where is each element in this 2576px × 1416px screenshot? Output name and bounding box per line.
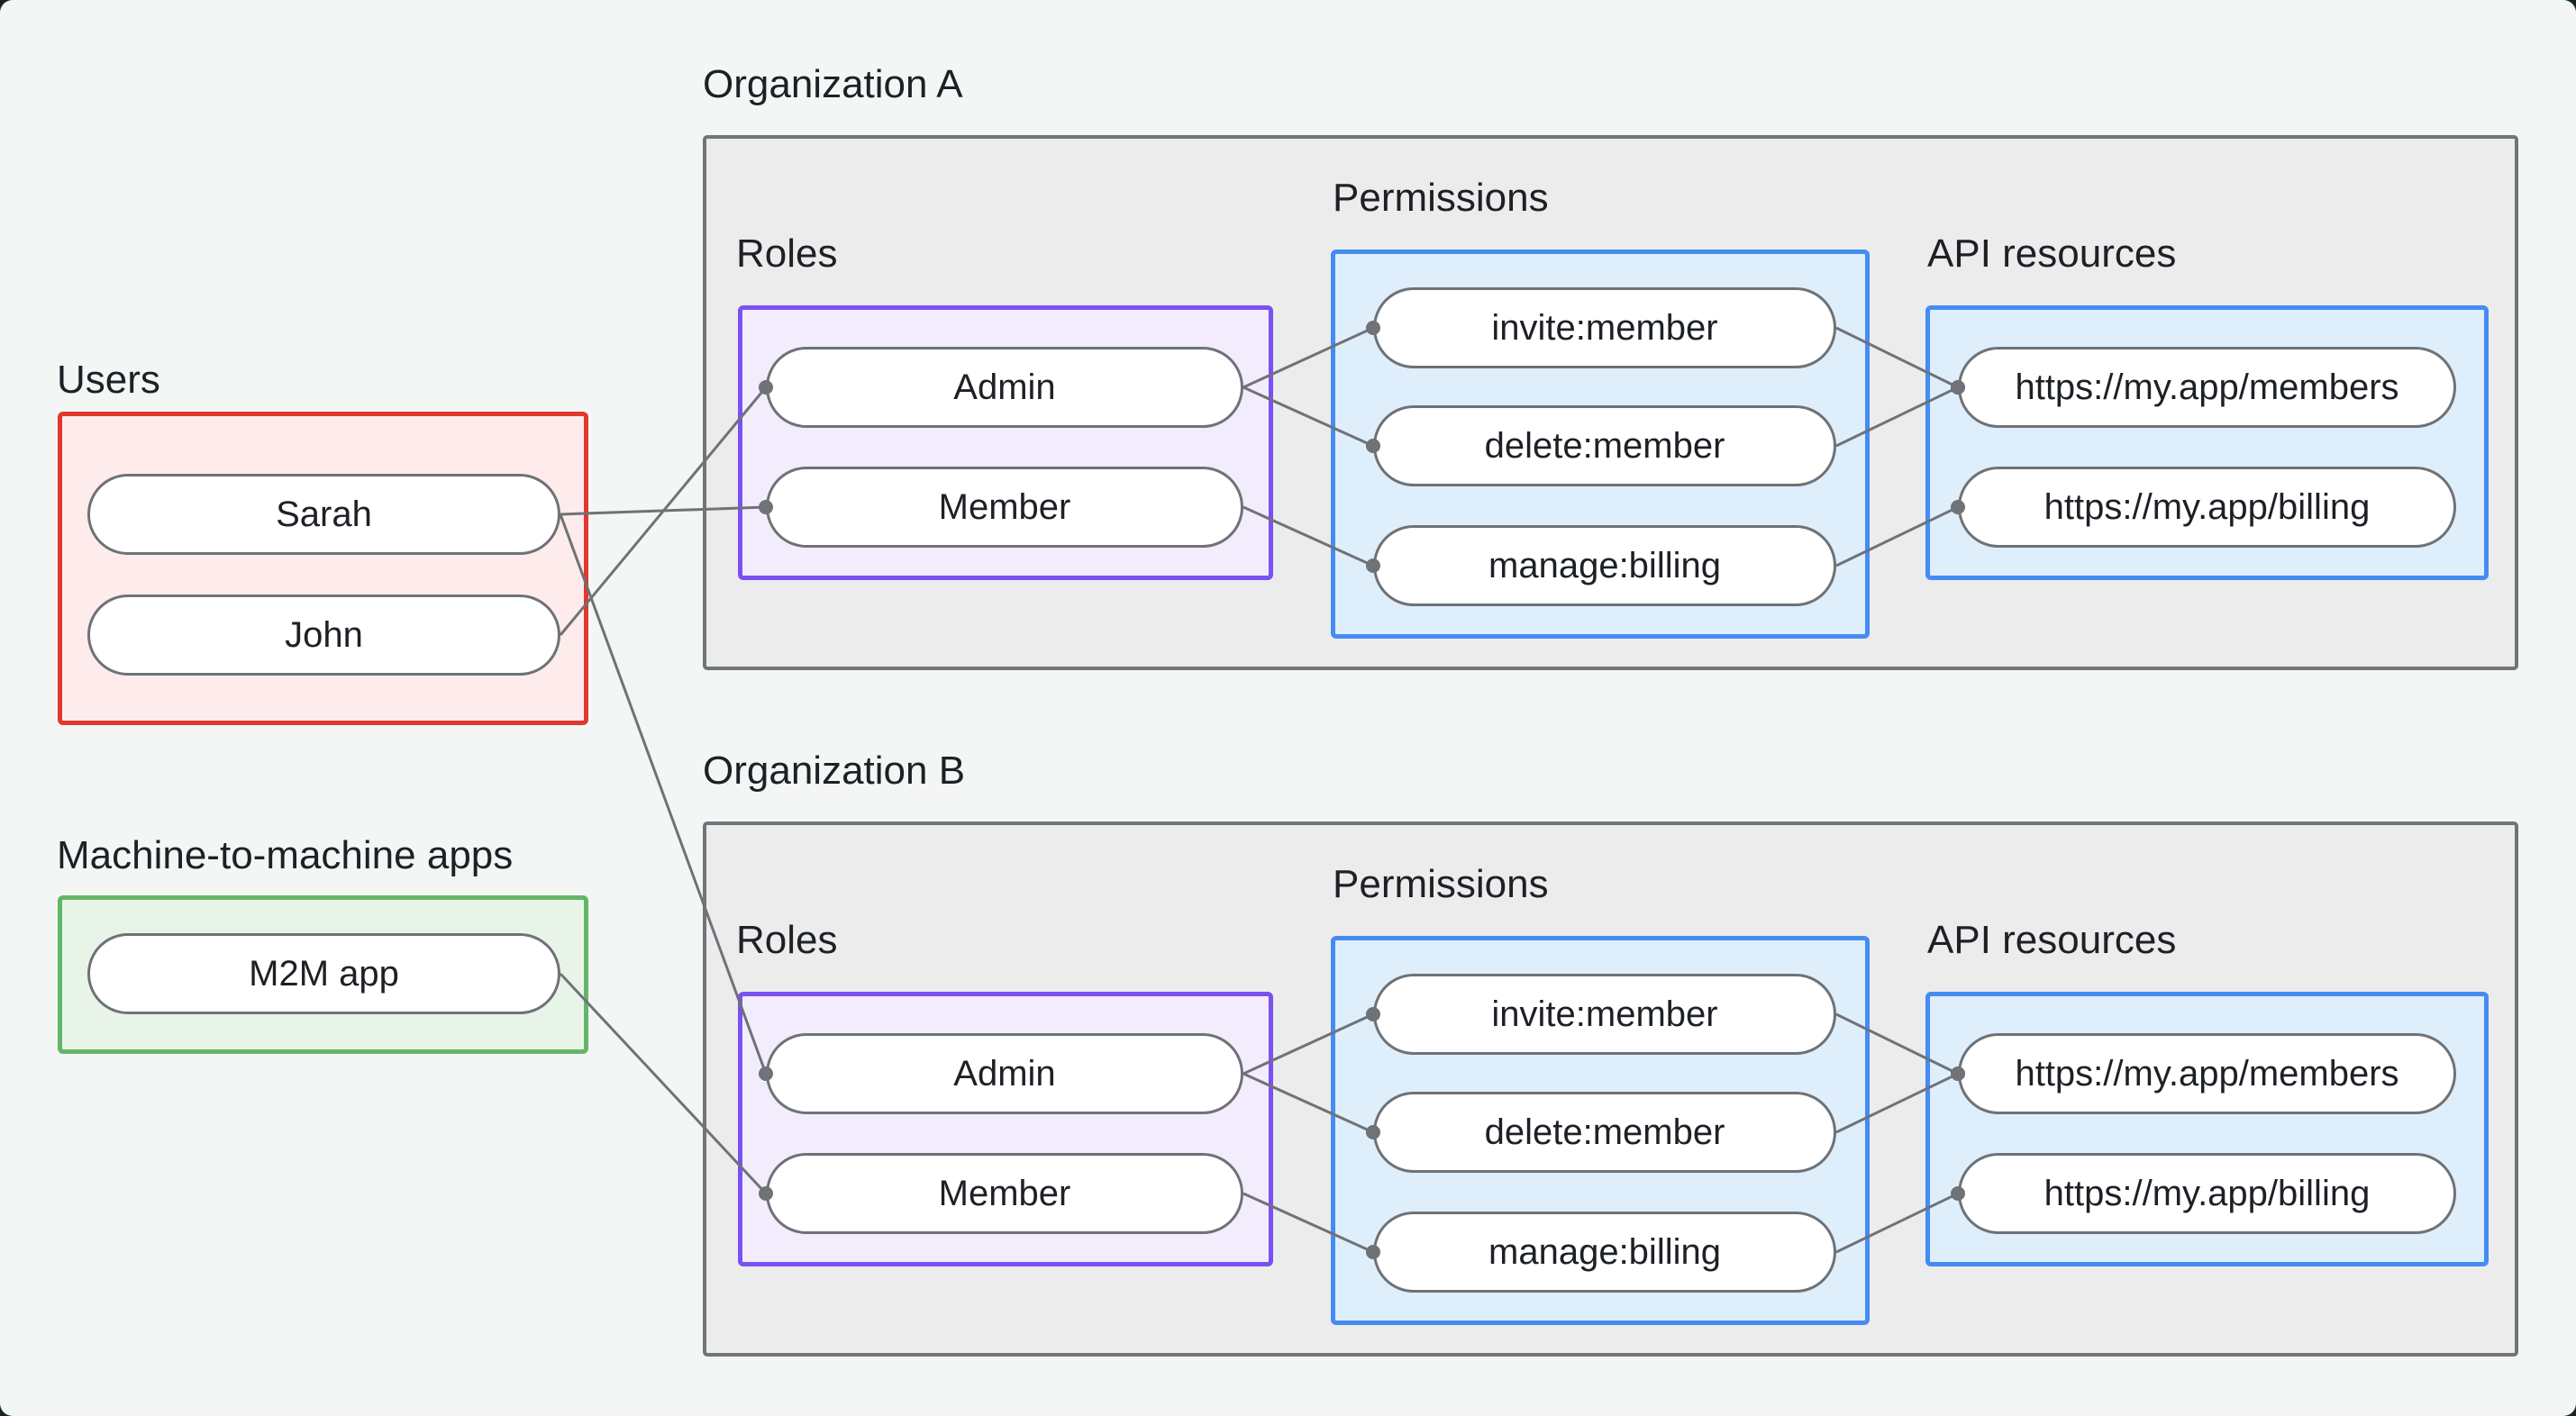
- org-b-api-resource-billing: https://my.app/billing: [1958, 1153, 2456, 1234]
- users-group-box: [58, 412, 588, 725]
- org-a-api-resource-billing: https://my.app/billing: [1958, 467, 2456, 548]
- user-node-sarah: Sarah: [87, 474, 560, 555]
- org-a-role-member: Member: [766, 467, 1243, 548]
- org-a-title: Organization A: [703, 62, 963, 106]
- user-node-john: John: [87, 595, 560, 676]
- org-b-title: Organization B: [703, 749, 966, 793]
- users-group-label: Users: [57, 358, 160, 402]
- org-b-role-member: Member: [766, 1153, 1243, 1234]
- org-b-roles-label: Roles: [736, 918, 838, 962]
- org-b-permission-manage-billing: manage:billing: [1373, 1212, 1836, 1293]
- m2m-app-node: M2M app: [87, 933, 560, 1014]
- org-b-role-admin: Admin: [766, 1033, 1243, 1114]
- org-a-permissions-label: Permissions: [1333, 176, 1549, 220]
- m2m-group-label: Machine-to-machine apps: [57, 833, 514, 877]
- org-b-permission-invite-member: invite:member: [1373, 974, 1836, 1055]
- org-a-roles-label: Roles: [736, 231, 838, 276]
- org-a-api-resource-members: https://my.app/members: [1958, 347, 2456, 428]
- org-a-permission-manage-billing: manage:billing: [1373, 525, 1836, 606]
- org-a-permission-invite-member: invite:member: [1373, 287, 1836, 368]
- org-b-permissions-label: Permissions: [1333, 862, 1549, 906]
- org-b-permission-delete-member: delete:member: [1373, 1092, 1836, 1173]
- org-a-api-resources-label: API resources: [1927, 231, 2177, 276]
- org-b-api-resource-members: https://my.app/members: [1958, 1033, 2456, 1114]
- org-b-api-resources-label: API resources: [1927, 918, 2177, 962]
- org-a-role-admin: Admin: [766, 347, 1243, 428]
- org-a-permission-delete-member: delete:member: [1373, 405, 1836, 486]
